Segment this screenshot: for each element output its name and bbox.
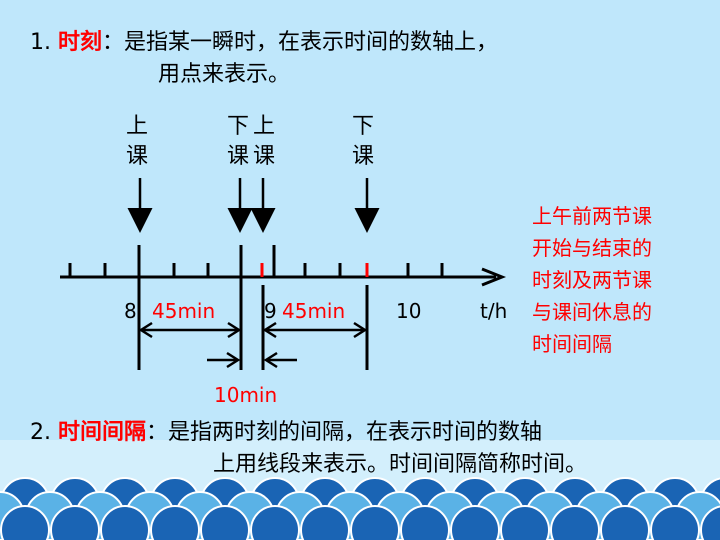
definition-text-line2: 上用线段来表示。时间间隔简称时间。 <box>213 452 588 477</box>
marker-label-class2-start-b: 课 <box>253 144 275 169</box>
marker-label-class2-end-a: 下 <box>352 114 374 139</box>
interval-class1-label: 45min <box>152 299 215 323</box>
axis-ticks <box>68 245 444 277</box>
note-line: 时刻及两节课 <box>532 268 652 292</box>
definition-text-line1: 是指某一瞬时，在表示时间的数轴上， <box>124 30 499 55</box>
annotation-note: 上午前两节课 开始与结束的 时刻及两节课 与课间休息的 时间间隔 <box>532 200 702 360</box>
wave-decoration <box>0 440 720 540</box>
term-colon: ： <box>146 420 169 445</box>
note-line: 时间间隔 <box>532 332 612 356</box>
definition-text-line1: 是指两时刻的间隔，在表示时间的数轴 <box>168 420 543 445</box>
definition-number: 2. <box>30 420 51 445</box>
note-line: 与课间休息的 <box>532 300 652 324</box>
note-line: 上午前两节课 <box>532 204 652 228</box>
timeline-diagram: 上 课 下 课 上 课 下 课 <box>60 114 507 407</box>
tick-label-9: 9 <box>264 299 277 323</box>
definition-number: 1. <box>30 30 51 55</box>
definition-moment: 1. 时刻：是指某一瞬时，在表示时间的数轴上， 用点来表示。 <box>30 28 499 87</box>
marker-label-class1-start-b: 课 <box>126 144 148 169</box>
tick-label-8: 8 <box>124 299 137 323</box>
term-moment: 时刻 <box>58 30 103 55</box>
tick-label-10: 10 <box>396 299 421 323</box>
marker-label-class2-end-b: 课 <box>352 144 374 169</box>
axis-unit-label: t/h <box>480 299 507 323</box>
term-colon: ： <box>102 30 125 55</box>
interval-break-label: 10min <box>214 383 277 407</box>
marker-label-class1-end-a: 下 <box>227 114 249 139</box>
definition-interval: 2. 时间间隔：是指两时刻的间隔，在表示时间的数轴 上用线段来表示。时间间隔简称… <box>30 418 587 477</box>
axis-arrow <box>481 267 507 287</box>
definition-text-line2: 用点来表示。 <box>158 62 291 87</box>
marker-label-class1-end-b: 课 <box>227 144 249 169</box>
interval-class2-label: 45min <box>282 299 345 323</box>
marker-label-class2-start-a: 上 <box>253 114 275 139</box>
note-line: 开始与结束的 <box>532 236 652 260</box>
term-interval: 时间间隔 <box>58 420 147 445</box>
marker-label-class1-start-a: 上 <box>126 114 148 139</box>
